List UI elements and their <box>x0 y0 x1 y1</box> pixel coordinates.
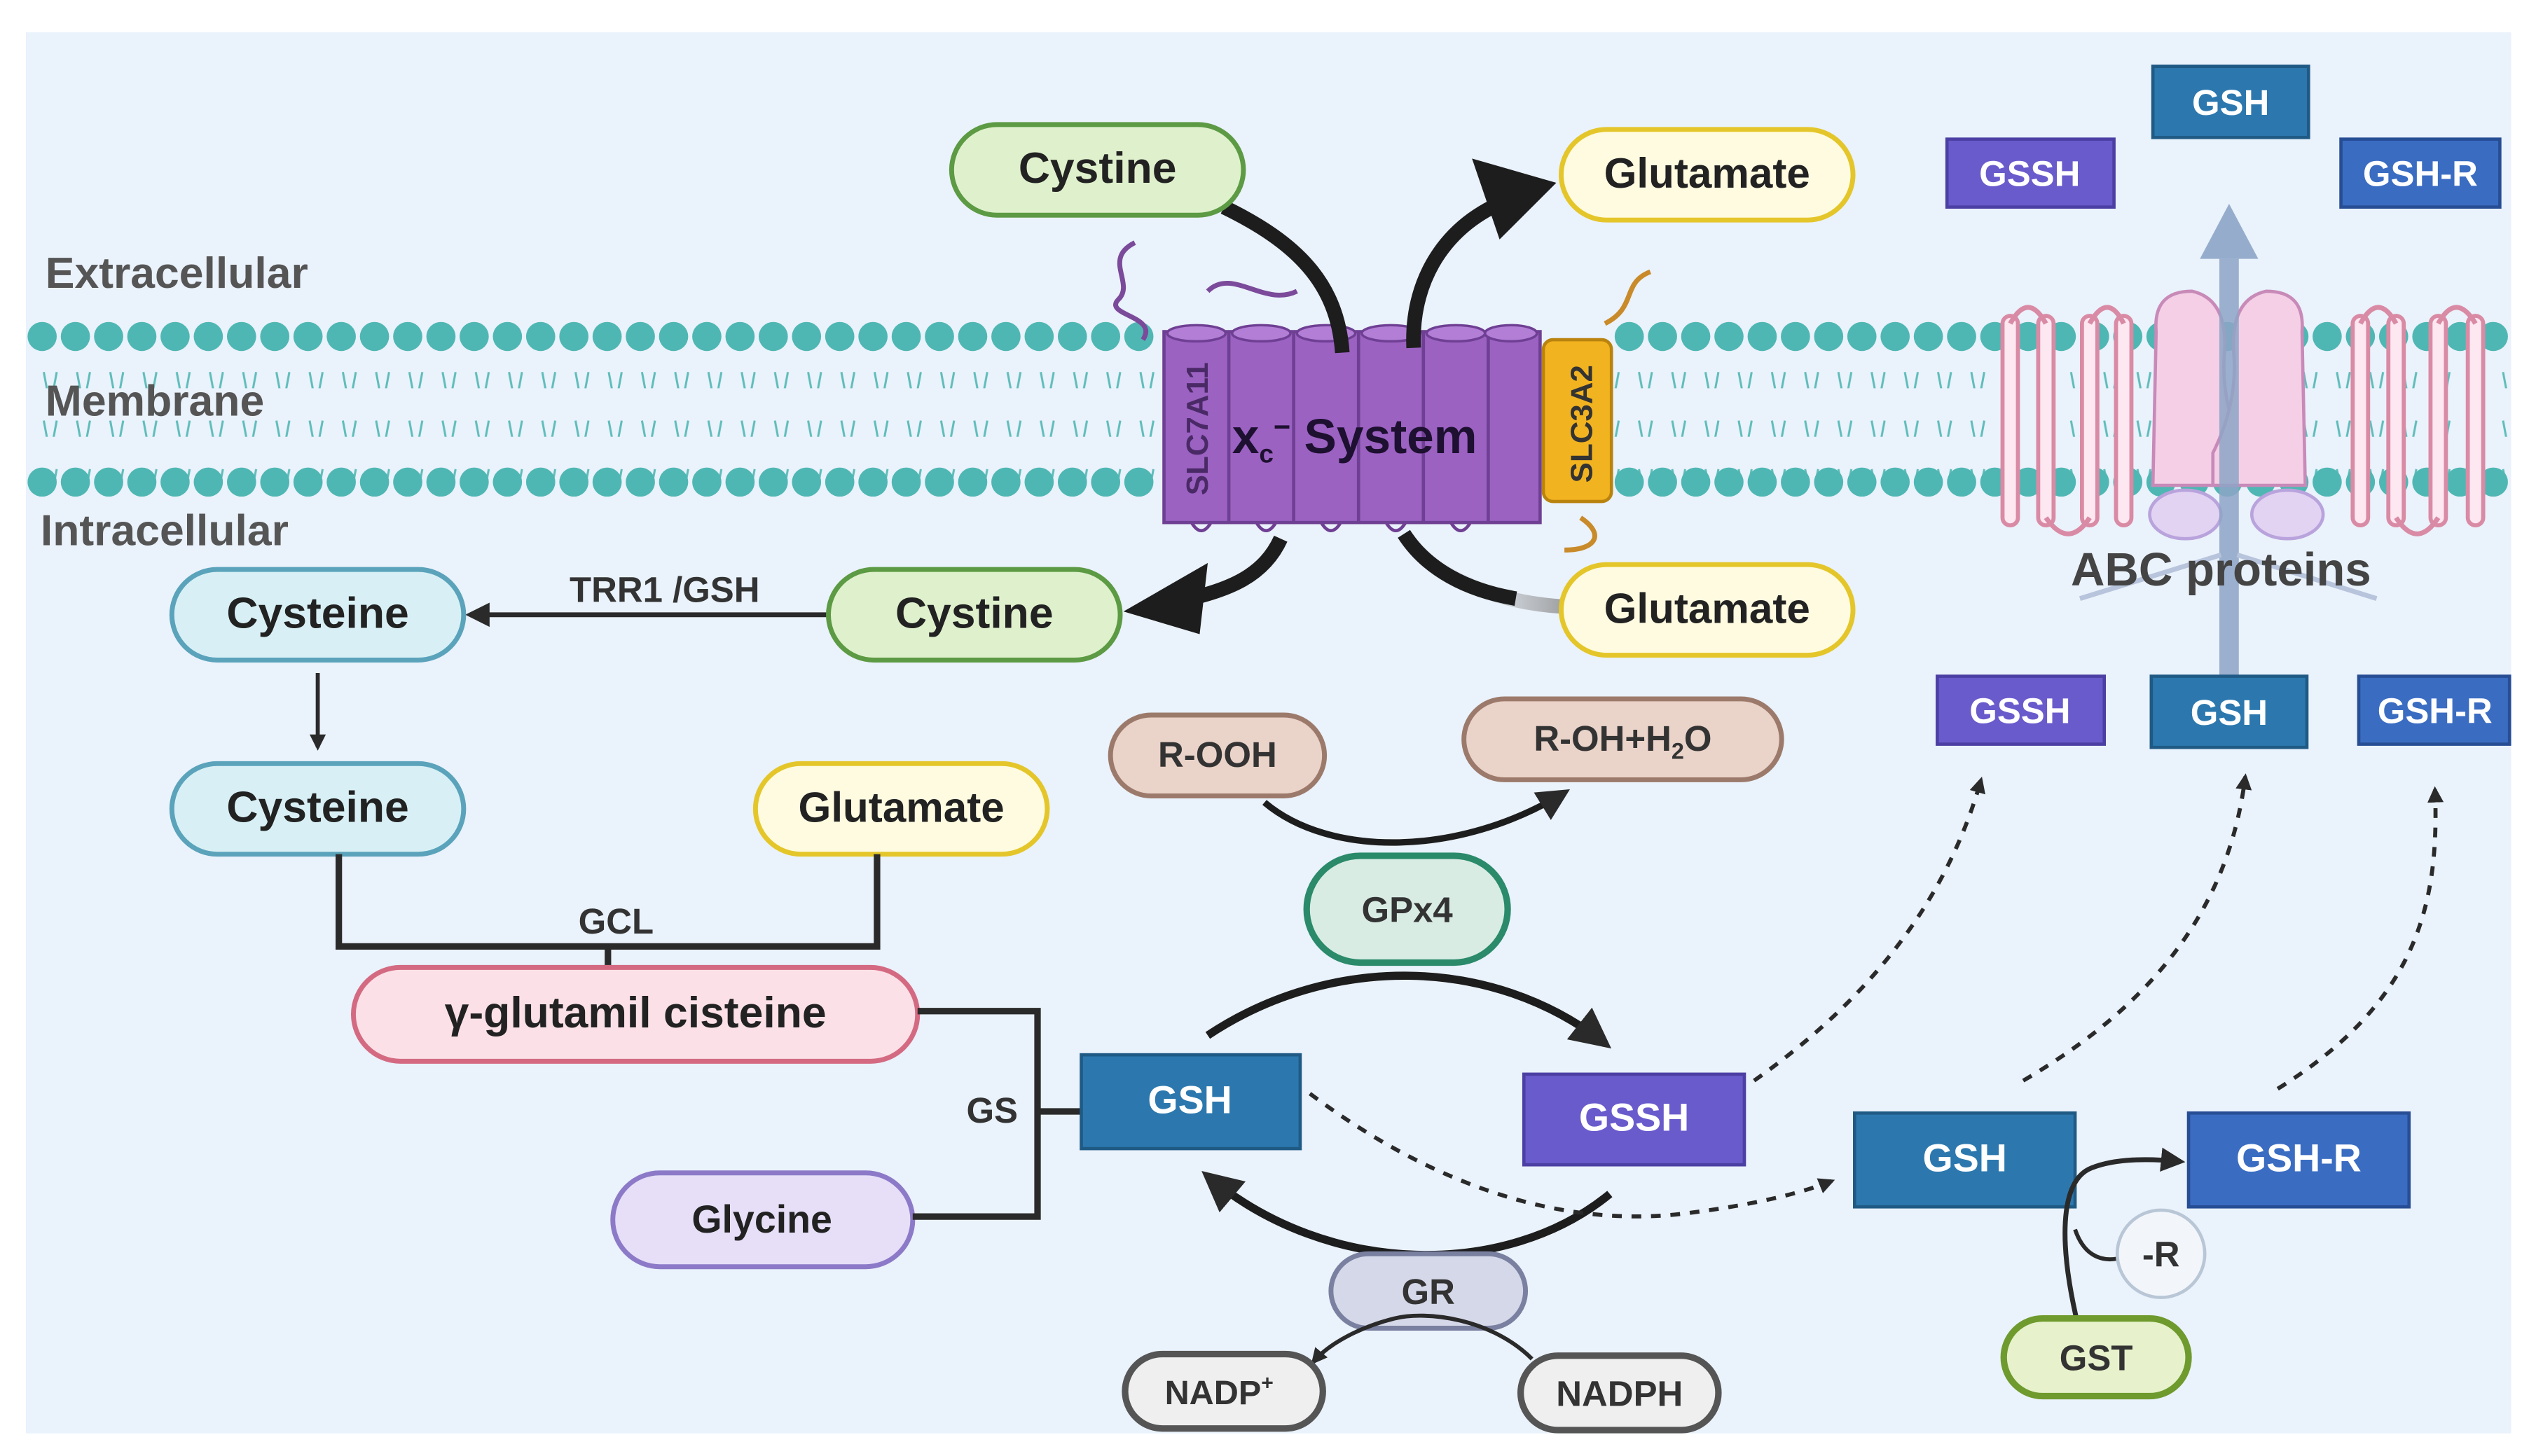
gcl-label: GCL <box>579 901 654 941</box>
node-nadph: NADPH <box>1517 1352 1722 1434</box>
svg-text:Cystine: Cystine <box>895 588 1054 637</box>
transport-arrows <box>1123 158 1565 635</box>
svg-text:GST: GST <box>2060 1338 2133 1378</box>
node-glutamate-intracellular: Glutamate <box>1559 562 1856 658</box>
svg-text:Glutamate: Glutamate <box>799 784 1005 831</box>
nadph-to-nadp-arrow <box>1311 1313 1534 1365</box>
gshr-export-arrow <box>2276 786 2444 1091</box>
svg-text:-R: -R <box>2142 1235 2180 1275</box>
svg-text:GSH-R: GSH-R <box>2236 1136 2362 1179</box>
node-r-ooh: R-OOH <box>1108 712 1328 798</box>
abc-top-gshr: GSH-R <box>2339 137 2502 209</box>
svg-text:NADPH: NADPH <box>1556 1373 1683 1413</box>
gsh-to-gssh-arrow <box>1205 971 1612 1049</box>
node-gr: GR <box>1328 1251 1529 1331</box>
slc3a2-label: SLC3A2 <box>1564 365 1599 483</box>
svg-text:GSH-R: GSH-R <box>2363 154 2478 194</box>
node-nadp: NADP+ <box>1122 1350 1326 1432</box>
gs-label: GS <box>966 1090 1018 1130</box>
svg-text:GSH: GSH <box>1148 1078 1232 1121</box>
xc-system-label: xc− System <box>1232 409 1477 469</box>
svg-text:γ-glutamil cisteine: γ-glutamil cisteine <box>445 988 827 1037</box>
svg-text:Glutamate: Glutamate <box>1604 585 1810 632</box>
trr1-label: TRR1 /GSH <box>570 569 760 609</box>
node-cystine-intracellular: Cystine <box>826 567 1123 663</box>
abc-transporter: ABC proteins <box>2000 204 2486 677</box>
abc-proteins-label: ABC proteins <box>2071 543 2371 596</box>
abc-bottom-gssh: GSSH <box>1936 674 2107 746</box>
node-gamma-glutamyl-cysteine: γ-glutamil cisteine <box>351 964 921 1064</box>
intracellular-label: Intracellular <box>41 506 289 555</box>
extracellular-label: Extracellular <box>46 249 308 298</box>
xc-body <box>1162 330 1542 525</box>
dashed-arrows <box>1309 773 2444 1219</box>
svg-text:GR: GR <box>1402 1272 1455 1312</box>
svg-text:GSSH: GSSH <box>1579 1096 1689 1139</box>
svg-text:GSH: GSH <box>2191 693 2268 733</box>
gsh-export-arrow <box>2022 773 2252 1083</box>
svg-text:R-OOH: R-OOH <box>1158 735 1277 775</box>
node-gst: GST <box>2000 1315 2192 1400</box>
svg-text:R-OH+H2O: R-OH+H2O <box>1534 719 1711 764</box>
node-cysteine-1: Cysteine <box>169 567 467 663</box>
node-glycine: Glycine <box>610 1170 916 1270</box>
svg-text:Cysteine: Cysteine <box>226 783 408 832</box>
abc-top-gsh: GSH <box>2151 64 2310 139</box>
slc7a11-label: SLC7A11 <box>1180 362 1215 495</box>
node-gsh-center: GSH <box>1080 1053 1302 1151</box>
svg-text:GSH: GSH <box>1923 1136 2007 1179</box>
svg-text:Glutamate: Glutamate <box>1604 150 1810 197</box>
abc-efflux-arrow <box>2219 258 2239 677</box>
node-r-group: -R <box>2115 1208 2207 1299</box>
svg-text:GSH-R: GSH-R <box>2378 691 2493 731</box>
abc-top-gssh: GSSH <box>1945 137 2116 209</box>
svg-text:NADP+: NADP+ <box>1165 1371 1274 1412</box>
node-glutamate-2: Glutamate <box>752 761 1050 857</box>
abc-bottom-gshr: GSH-R <box>2357 674 2511 746</box>
node-r-oh-h2o: R-OH+H2O <box>1461 696 1784 782</box>
cystine-import-arrow <box>1220 200 1350 354</box>
node-gshr-right: GSH-R <box>2186 1111 2411 1209</box>
peroxide-reduction-arrow <box>1262 789 1570 846</box>
svg-text:Glycine: Glycine <box>691 1198 832 1241</box>
abc-nbd-right <box>2249 488 2325 541</box>
node-gssh-center: GSSH <box>1522 1072 1746 1167</box>
membrane-label: Membrane <box>46 377 264 426</box>
conjugation-arrow <box>2062 1147 2186 1328</box>
gssh-export-arrow <box>1753 776 1985 1083</box>
svg-text:GSH: GSH <box>2192 83 2269 123</box>
node-cystine-extracellular: Cystine <box>949 122 1246 218</box>
svg-text:Cystine: Cystine <box>1019 144 1177 193</box>
svg-text:GSSH: GSSH <box>1979 154 2080 194</box>
slc3a2-subunit <box>1541 338 1613 504</box>
node-gpx4: GPx4 <box>1303 852 1511 966</box>
abc-nbd-left <box>2148 488 2223 541</box>
node-glutamate-extracellular: Glutamate <box>1559 127 1856 223</box>
svg-text:GPx4: GPx4 <box>1362 890 1454 930</box>
node-gsh-right: GSH <box>1853 1111 2077 1209</box>
node-cysteine-2: Cysteine <box>169 761 467 857</box>
abc-bottom-gsh: GSH <box>2149 674 2309 749</box>
xc-system-transporter: SLC3A2 SLC7A11 xc− System <box>1113 240 1652 553</box>
svg-text:Cysteine: Cysteine <box>226 588 408 637</box>
svg-text:GSSH: GSSH <box>1969 691 2070 731</box>
abc-efflux-arrowhead <box>2200 204 2259 259</box>
